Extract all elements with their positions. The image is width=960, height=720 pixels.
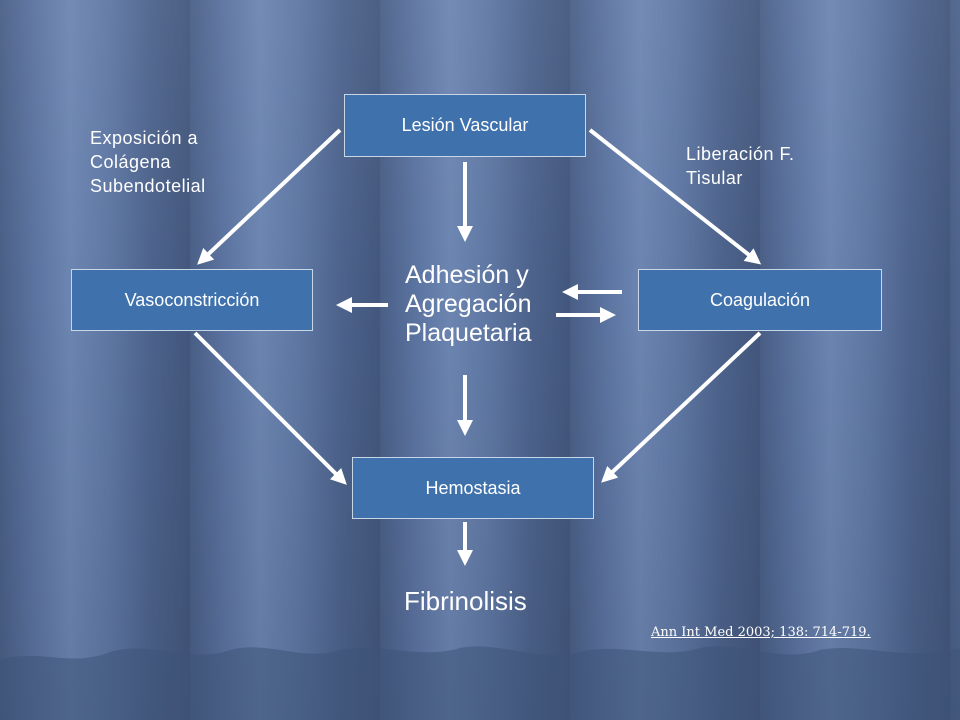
left-annotation: Exposición a Colágena Subendotelial	[90, 126, 206, 198]
right-annotation: Liberación F. Tisular	[686, 142, 795, 190]
arrow-lesion-to-coagulacion	[588, 128, 762, 265]
center-line-3: Plaquetaria	[405, 319, 532, 347]
center-text-adhesion: Adhesión y Agregación Plaquetaria	[405, 261, 531, 348]
left-annotation-line-2: Colágena	[90, 152, 172, 172]
node-hemostasia: Hemostasia	[352, 457, 594, 519]
left-annotation-line-3: Subendotelial	[90, 176, 206, 196]
node-lesion-vascular-label: Lesión Vascular	[401, 115, 529, 135]
center-line-2: Agregación	[405, 290, 532, 318]
citation: Ann Int Med 2003; 138: 714-719.	[651, 625, 871, 640]
node-hemostasia-label: Hemostasia	[425, 477, 521, 498]
fibrinolisis-label: Fibrinolisis	[404, 586, 527, 616]
node-coagulacion: Coagulación	[638, 269, 882, 331]
arrow-vasoconstriccion-to-hemostasia	[193, 331, 347, 485]
arrow-coagulacion-to-hemostasia	[601, 331, 762, 483]
node-lesion-vascular: Lesión Vascular	[344, 94, 586, 157]
right-annotation-line-2: Tisular	[686, 168, 743, 188]
node-vasoconstriccion-label: Vasoconstricción	[124, 289, 260, 310]
arrow-lesion-to-vasoconstriccion	[197, 128, 342, 265]
node-vasoconstriccion: Vasoconstricción	[71, 269, 313, 331]
center-line-1: Adhesión y	[405, 261, 529, 289]
node-coagulacion-label: Coagulación	[709, 289, 811, 310]
left-annotation-line-1: Exposición a	[90, 128, 199, 148]
right-annotation-line-1: Liberación F.	[686, 144, 795, 164]
